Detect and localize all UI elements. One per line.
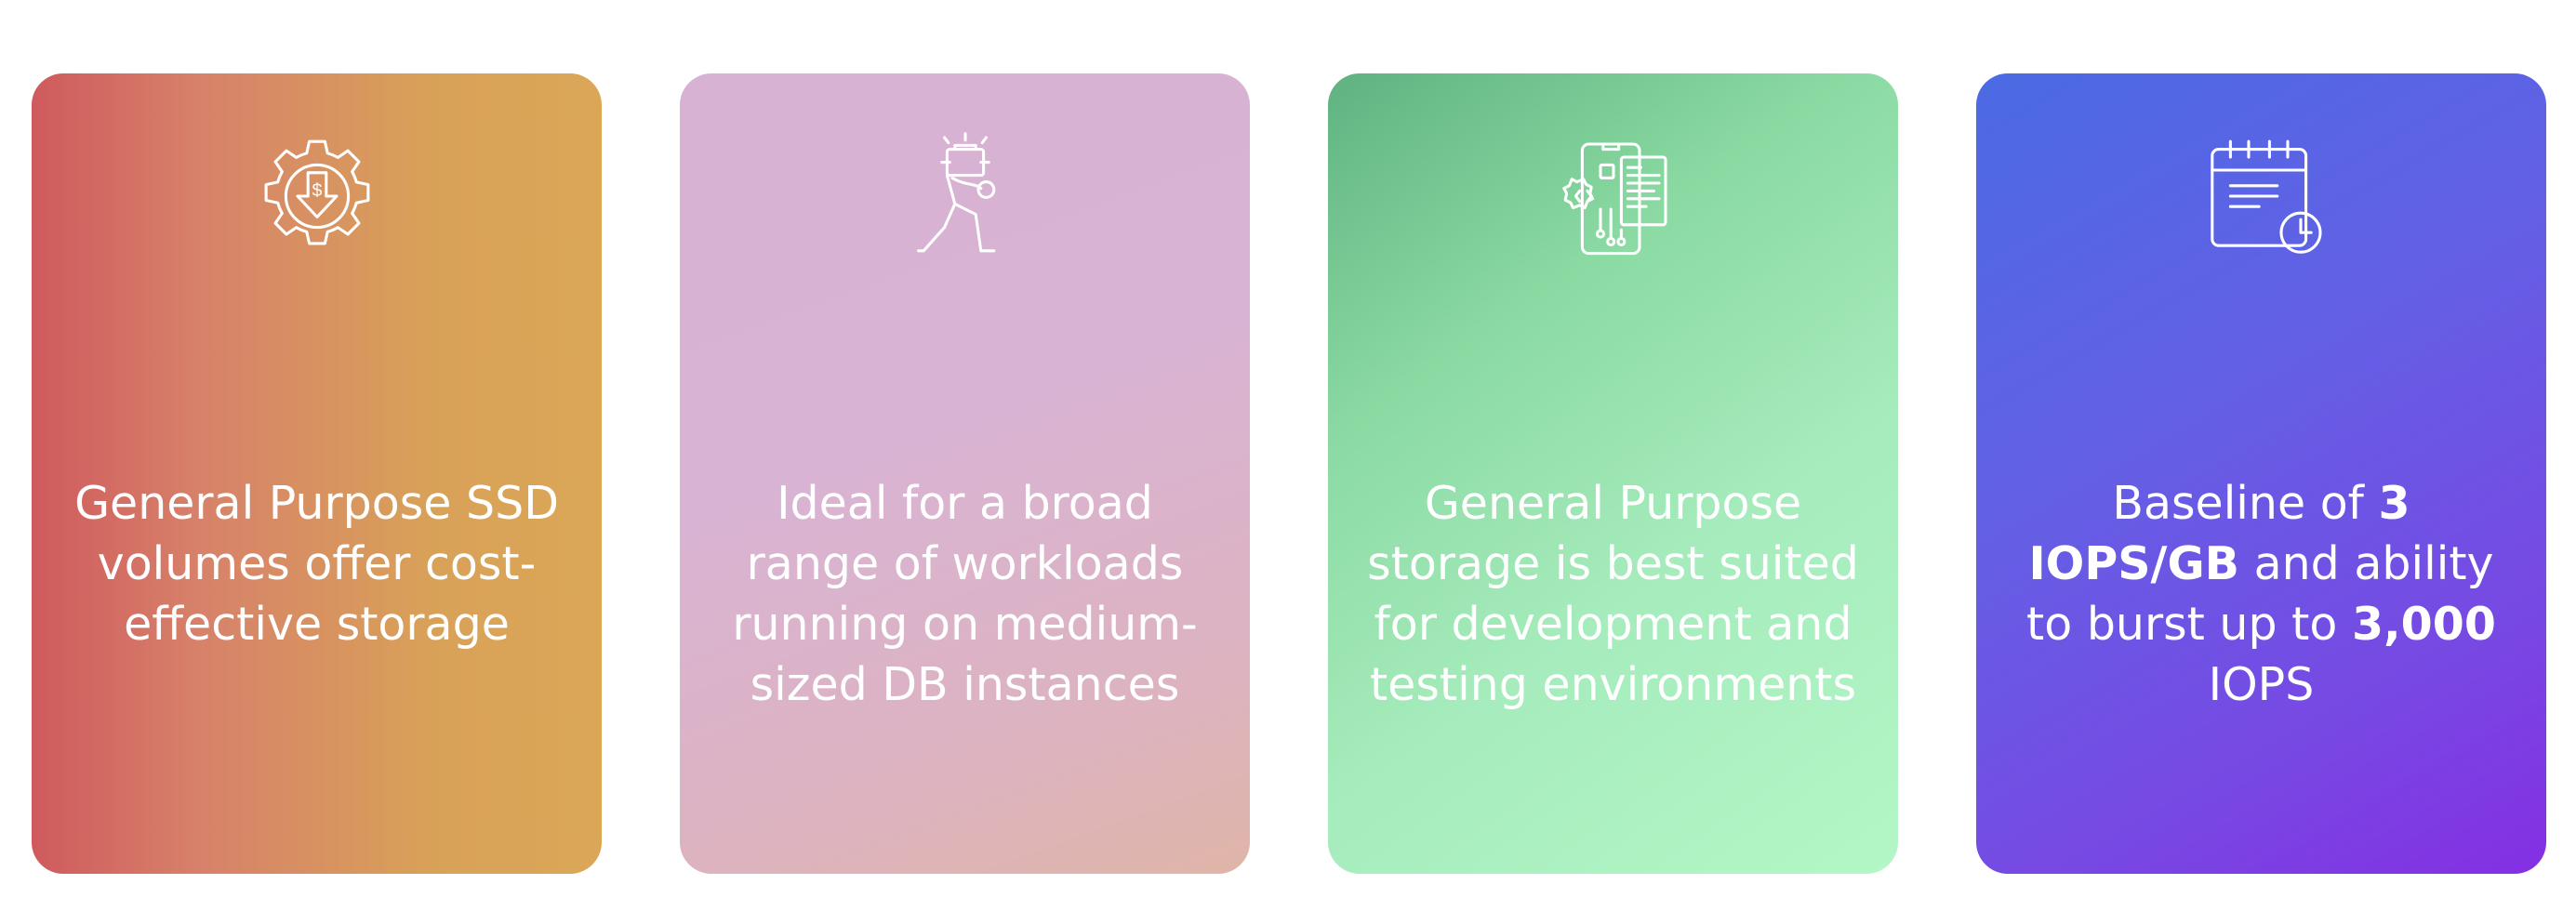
gear-dollar-down-icon: $ bbox=[252, 131, 382, 261]
feature-card-workloads: Ideal for a broad range of workloads run… bbox=[680, 73, 1250, 874]
person-carrying-load-icon bbox=[900, 131, 1030, 261]
card-text: Ideal for a broad range of workloads run… bbox=[732, 477, 1198, 711]
feature-card-cost-effective: $ General Purpose SSD volumes offer cost… bbox=[32, 73, 602, 874]
card-text: Baseline of 3 IOPS/GB and ability to bur… bbox=[2013, 473, 2509, 715]
card-text: General Purpose storage is best suited f… bbox=[1367, 477, 1859, 711]
feature-card-iops: Baseline of 3 IOPS/GB and ability to bur… bbox=[1976, 73, 2546, 874]
text-emphasis: 3 IOPS/GB bbox=[2028, 477, 2410, 590]
text-segment: and ability to burst up to bbox=[2026, 537, 2494, 651]
calendar-clock-icon bbox=[2197, 131, 2327, 261]
card-text: General Purpose SSD volumes offer cost-e… bbox=[74, 477, 559, 651]
text-segment: Baseline of bbox=[2112, 477, 2379, 530]
text-emphasis: 3,000 bbox=[2351, 598, 2496, 651]
svg-text:$: $ bbox=[312, 180, 322, 201]
mobile-development-icon bbox=[1548, 131, 1679, 261]
text-segment: IOPS bbox=[2208, 658, 2315, 711]
feature-card-dev-testing: General Purpose storage is best suited f… bbox=[1328, 73, 1898, 874]
